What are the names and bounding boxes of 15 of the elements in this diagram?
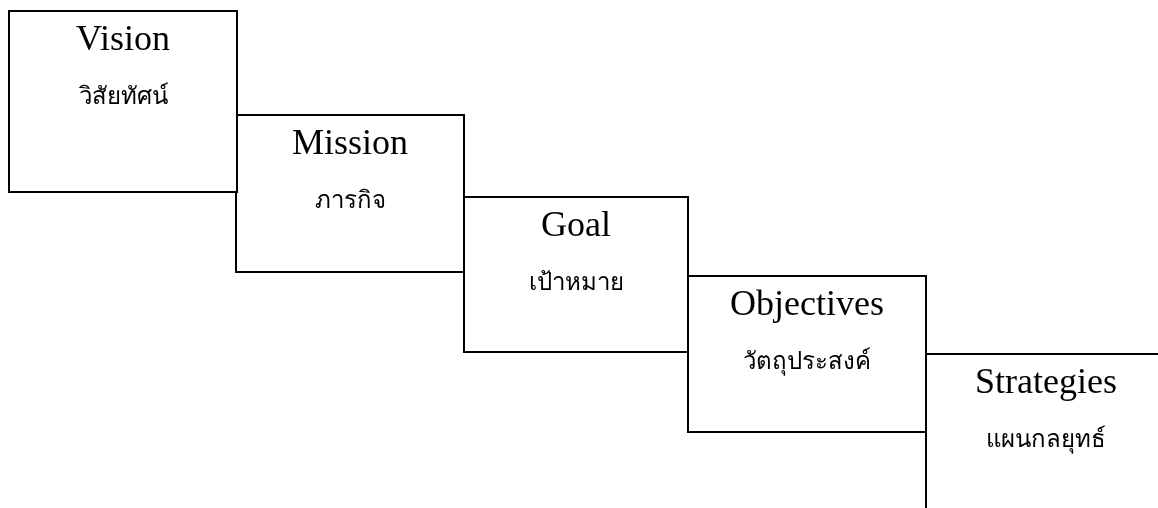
thai-subtitle: เป้าหมาย [528, 268, 624, 297]
stair-step-box [235, 114, 465, 273]
box-heading: Mission [291, 122, 408, 162]
stair-step-box [463, 196, 689, 353]
box-heading: Goal [541, 204, 611, 244]
box-heading: Objectives [730, 283, 884, 323]
stair-step-box [8, 10, 238, 193]
thai-subtitle: ภารกิจ [314, 186, 386, 215]
thai-subtitle: วัตถุประสงค์ [743, 346, 871, 377]
thai-subtitle: แผนกลยุทธ์ [986, 424, 1106, 455]
stair-step-box [925, 353, 1158, 508]
box-heading: Strategies [975, 361, 1117, 401]
stair-step-box [687, 275, 927, 433]
box-heading: Vision [76, 18, 170, 58]
thai-subtitle: วิสัยทัศน์ [78, 81, 168, 111]
